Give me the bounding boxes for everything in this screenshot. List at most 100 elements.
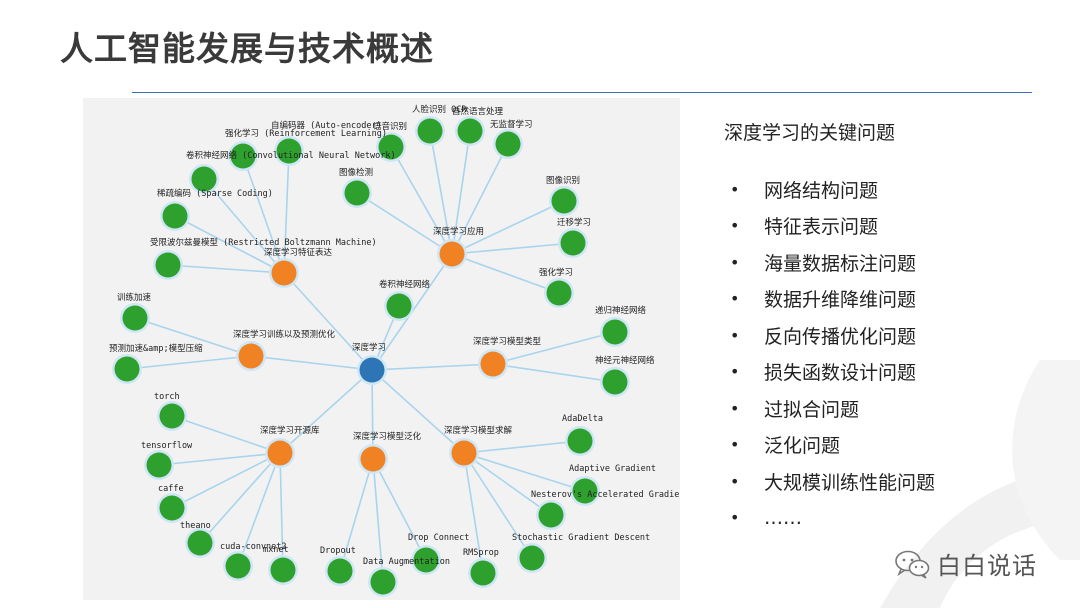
leaf-node-compress[interactable] [114, 356, 140, 382]
hub-node-solve[interactable] [451, 440, 477, 466]
graph-edge [126, 355, 252, 370]
root-node-root[interactable] [359, 357, 385, 383]
graph-edge [237, 452, 281, 567]
node-label-model: 深度学习模型类型 [473, 336, 542, 347]
graph-edge [199, 452, 281, 544]
node-label-rbm: 受限波尔兹曼模型 (Restricted Boltzmann Machine) [150, 237, 377, 248]
leaf-node-dropout[interactable] [327, 558, 353, 584]
node-label-root: 深度学习 [352, 342, 386, 353]
label-layer: 深度学习 深度学习特征表达 深度学习应用深度学习训练以及预测优化深度学习模型类型深度… [109, 104, 680, 567]
node-label-sgd: Stochastic Gradient Descent [512, 533, 650, 543]
node-label-cudaconv: cuda-convnet2 [220, 542, 287, 552]
bullet-marker: • [730, 471, 740, 491]
leaf-node-rl2[interactable] [546, 280, 572, 306]
leaf-node-detect[interactable] [344, 180, 370, 206]
graph-edge [451, 200, 565, 255]
leaf-node-rnn[interactable] [602, 319, 628, 345]
key-issue-text: 网络结构问题 [764, 179, 879, 202]
graph-edge [463, 452, 586, 492]
leaf-node-torch[interactable] [159, 403, 185, 429]
leaf-node-tf[interactable] [146, 452, 172, 478]
leaf-node-rmsprop[interactable] [470, 560, 496, 586]
key-issue-item: •大规模训练性能问题 [724, 463, 1064, 500]
hub-node-apply[interactable] [439, 241, 465, 267]
node-label-dataaug: Data Augmentation [363, 557, 450, 567]
graph-edge [242, 155, 285, 274]
node-label-apply: 深度学习应用 [433, 226, 484, 237]
node-label-general: 深度学习模型泛化 [353, 431, 422, 442]
hub-node-model[interactable] [480, 351, 506, 377]
hub-node-train[interactable] [238, 343, 264, 369]
node-label-open: 深度学习开源库 [260, 425, 320, 436]
node-label-tf: tensorflow [141, 441, 193, 451]
leaf-node-sparse[interactable] [162, 203, 188, 229]
key-issue-text: 数据升维降维问题 [764, 289, 917, 312]
bullet-marker: • [730, 252, 740, 272]
leaf-node-imgrec[interactable] [551, 188, 577, 214]
graph-edge [371, 369, 465, 454]
node-label-dropout: Dropout [320, 546, 356, 556]
leaf-node-sgd[interactable] [519, 545, 545, 571]
key-issue-item: •泛化问题 [724, 427, 1064, 464]
key-issue-item: •特征表示问题 [724, 208, 1064, 245]
hub-node-general[interactable] [360, 446, 386, 472]
node-label-adadelta: AdaDelta [562, 414, 603, 424]
node-label-rnn: 递归神经网络 [595, 305, 647, 316]
key-issue-text: 反向传播优化问题 [764, 325, 917, 348]
graph-edge [451, 143, 509, 255]
bullet-marker: • [730, 435, 740, 455]
node-label-speech: 语音识别 [373, 121, 407, 132]
leaf-node-theano[interactable] [187, 530, 213, 556]
leaf-node-dropconn[interactable] [413, 547, 439, 573]
leaf-node-speech[interactable] [378, 134, 404, 160]
graph-edge [492, 363, 616, 383]
node-label-speedup: 训练加速 [117, 292, 152, 303]
brand-name: 白白说话 [937, 552, 1037, 580]
key-issue-item: • 反向传播优化问题 [724, 317, 1064, 354]
leaf-node-cudaconv[interactable] [225, 553, 251, 579]
leaf-node-rbm[interactable] [155, 252, 181, 278]
node-label-ae: 自编码器 (Auto-encoder) [271, 120, 382, 131]
node-label-unsup: 无监督学习 [490, 119, 533, 130]
leaf-node-cnn[interactable] [386, 293, 412, 319]
graph-edge [250, 355, 373, 371]
node-label-feature: 深度学习特征表达 [264, 247, 333, 258]
node-label-train: 深度学习训练以及预测优化 [233, 329, 336, 340]
bullet-marker: • [730, 508, 740, 528]
leaf-node-caffe[interactable] [159, 495, 185, 521]
mind-map-panel: 深度学习 深度学习特征表达 深度学习应用深度学习训练以及预测优化深度学习模型类型深度… [83, 98, 680, 600]
node-label-solve: 深度学习模型求解 [444, 425, 513, 436]
leaf-node-nlp[interactable] [457, 118, 483, 144]
leaf-node-adadelta[interactable] [567, 428, 593, 454]
leaf-node-dataaug[interactable] [370, 569, 396, 595]
key-issues-list: •网络结构问题•特征表示问题•海量数据标注问题•数据升维降维问题•反向传播优化问… [724, 171, 1064, 536]
leaf-node-rl[interactable] [230, 143, 256, 169]
leaf-node-mxnet[interactable] [270, 557, 296, 583]
key-issue-item: •网络结构问题 [724, 171, 1064, 208]
hub-node-open[interactable] [267, 440, 293, 466]
key-issue-text: …… [764, 506, 802, 529]
node-label-mxnet: mxnet [263, 545, 289, 555]
node-label-rmsprop: RMSprop [463, 548, 499, 558]
leaf-node-face[interactable] [417, 118, 443, 144]
leaf-node-neuron[interactable] [602, 369, 628, 395]
node-label-face: 人脸识别 OCR [412, 104, 467, 115]
leaf-node-nesterov[interactable] [538, 502, 564, 528]
key-issue-text: 过拟合问题 [764, 398, 860, 421]
node-label-imgrec: 图像识别 [546, 175, 580, 186]
leaf-node-adagrad[interactable] [572, 478, 598, 504]
leaf-node-unsup[interactable] [495, 131, 521, 157]
hub-node-feature[interactable] [271, 260, 297, 286]
node-label-rl: 强化学习 (Reinforcement Learning) [225, 128, 387, 139]
bullet-marker: • [730, 325, 740, 345]
graph-edge [283, 150, 290, 274]
graph-edge [463, 440, 581, 454]
node-label-theano: theano [180, 521, 211, 531]
graph-edge [203, 178, 285, 274]
leaf-node-transfer[interactable] [560, 230, 586, 256]
leaf-node-ae[interactable] [276, 138, 302, 164]
key-issues-panel: 深度学习的关键问题 •网络结构问题•特征表示问题•海量数据标注问题•数据升维降维… [724, 118, 1064, 536]
leaf-node-speedup[interactable] [122, 305, 148, 331]
leaf-node-cnnfull[interactable] [191, 166, 217, 192]
